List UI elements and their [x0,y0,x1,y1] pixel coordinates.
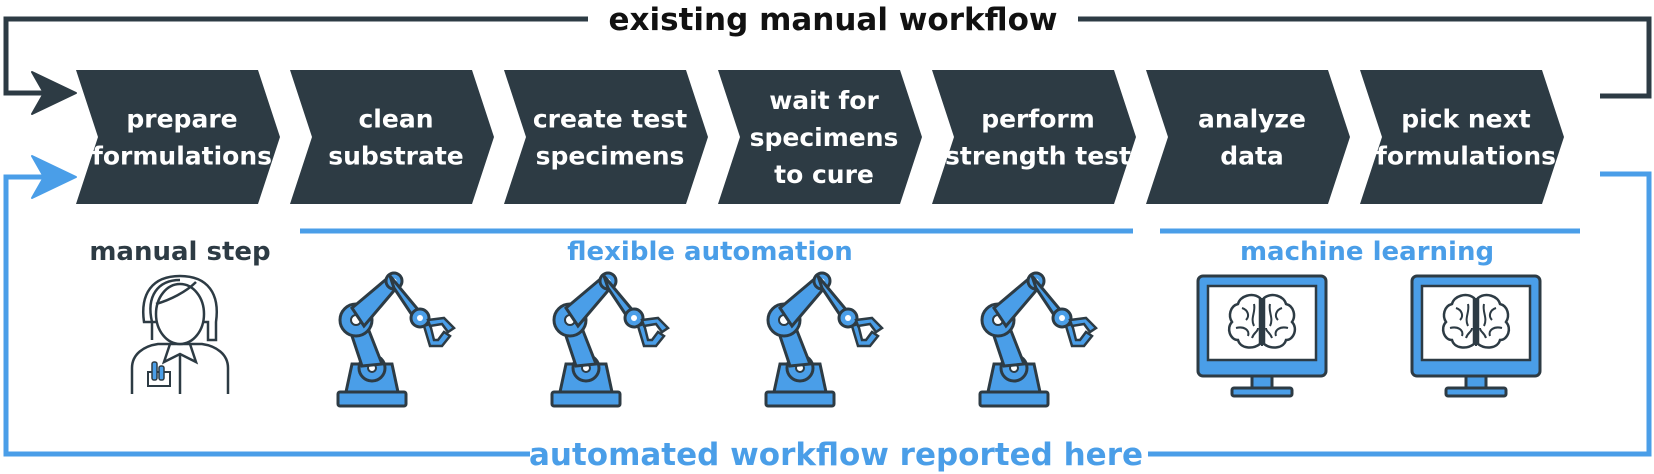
step-label: formulations [92,142,272,171]
robot-arm-icon [978,271,1098,408]
step-label: clean [358,105,433,134]
step-label: to cure [774,160,874,189]
step-label: data [1220,142,1284,171]
step-label: wait for [769,86,879,115]
robot-arm-icon [550,271,670,408]
step-label: pick next [1401,105,1530,134]
step-label: formulations [1376,142,1556,171]
person-icon [130,274,230,394]
robot-arm-icon [764,271,884,408]
step-chevron [1146,70,1350,204]
manual-loop-arrow [3,16,1652,115]
step-label: perform [981,105,1095,134]
monitor-brain-icon [1196,274,1328,398]
manual-workflow-label: existing manual workflow [608,2,1057,38]
step-label: prepare [126,105,237,134]
automated-workflow-label: automated workflow reported here [529,437,1143,473]
step-label: create test [533,105,687,134]
step-chevron [718,70,922,204]
step-label: substrate [328,142,464,171]
step-label: analyze [1198,105,1306,134]
step-label: specimens [750,123,899,152]
automated-loop-arrow [3,155,1652,457]
monitor-brain-icon [1410,274,1542,398]
flexible-automation-label: flexible automation [567,237,853,267]
step-label: specimens [536,142,685,171]
step-chevron [504,70,708,204]
machine-learning-label: machine learning [1240,237,1494,267]
step-chevrons: prepare formulations clean substrate create … [76,70,1564,204]
step-chevron [76,70,280,204]
step-label: strength test [945,142,1131,171]
manual-step-label: manual step [89,237,270,267]
step-chevron [932,70,1136,204]
step-chevron [1360,70,1564,204]
robot-arm-icon [336,271,456,408]
step-chevron [290,70,494,204]
